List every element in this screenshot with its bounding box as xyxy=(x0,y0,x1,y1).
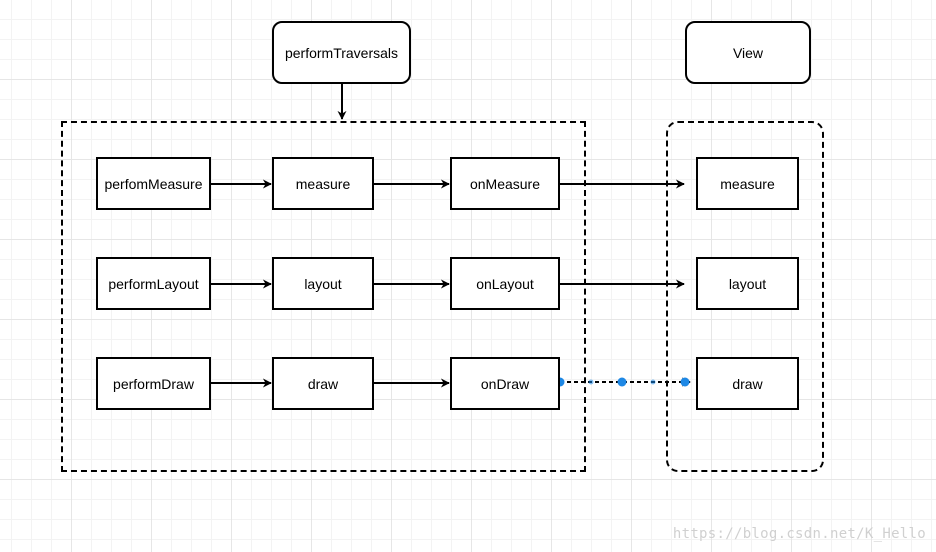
selection-handle xyxy=(617,377,627,387)
node-on-measure[interactable]: onMeasure xyxy=(450,157,560,210)
node-view[interactable]: View xyxy=(685,21,811,84)
node-perform-traversals[interactable]: performTraversals xyxy=(272,21,411,84)
node-view-draw[interactable]: draw xyxy=(696,357,799,410)
selection-handle xyxy=(588,379,594,385)
node-on-layout[interactable]: onLayout xyxy=(450,257,560,310)
node-layout[interactable]: layout xyxy=(272,257,374,310)
node-on-draw[interactable]: onDraw xyxy=(450,357,560,410)
node-perform-layout[interactable]: performLayout xyxy=(96,257,211,310)
node-perfom-measure[interactable]: perfomMeasure xyxy=(96,157,211,210)
node-perform-draw[interactable]: performDraw xyxy=(96,357,211,410)
node-view-layout[interactable]: layout xyxy=(696,257,799,310)
node-draw[interactable]: draw xyxy=(272,357,374,410)
node-measure[interactable]: measure xyxy=(272,157,374,210)
view-root-group xyxy=(61,121,586,472)
selection-handle xyxy=(680,377,690,387)
selection-handle xyxy=(650,379,656,385)
watermark: https://blog.csdn.net/K_Hello xyxy=(672,526,926,542)
node-view-measure[interactable]: measure xyxy=(696,157,799,210)
view-group xyxy=(666,121,824,472)
